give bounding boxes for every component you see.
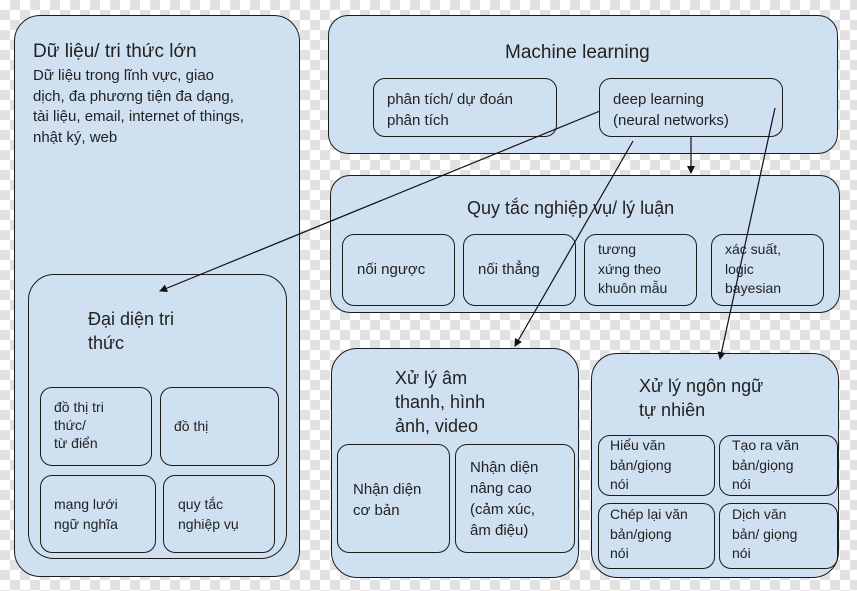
knowledge-item-graph: đồ thị — [160, 387, 279, 466]
big-data-title: Dữ liệu/ tri thức lớn — [33, 41, 197, 62]
knowledge-item-label: mạng lưới ngữ nghĩa — [54, 496, 118, 532]
business-rules-title: Quy tắc nghiệp vụ/ lý luận — [467, 198, 675, 218]
ml-item-label: deep learning (neural networks) — [613, 91, 729, 129]
media-item-advanced-recognition: Nhận diện nâng cao (cảm xúc, âm điệu) — [455, 444, 575, 553]
knowledge-item-semantic-network: mạng lưới ngữ nghĩa — [40, 475, 156, 553]
reasoning-item-pattern-matching: tương xứng theo khuôn mẫu — [584, 234, 697, 306]
reasoning-item-backward-chaining: nối ngược — [342, 234, 455, 306]
reasoning-item-label: xác suất, logic bayesian — [725, 241, 782, 297]
knowledge-representation-title: Đại diện tri thức — [88, 309, 175, 354]
nlp-item-label: Dịch văn bản/ giọng nói — [732, 506, 798, 562]
ml-item-predictive-analytics: phân tích/ dự đoán phân tích — [373, 78, 557, 137]
media-processing-title: Xử lý âm thanh, hình ảnh, video — [395, 368, 486, 436]
ml-item-label: phân tích/ dự đoán phân tích — [387, 91, 513, 129]
nlp-item-transcription: Chép lại văn bản/giọng nói — [598, 503, 715, 569]
knowledge-item-business-rules: quy tắc nghiệp vụ — [163, 475, 275, 553]
ml-item-deep-learning: deep learning (neural networks) — [599, 78, 783, 137]
nlp-item-label: Tạo ra văn bản/giọng nói — [732, 437, 799, 493]
media-item-label: Nhận diện nâng cao (cảm xúc, âm điệu) — [470, 459, 539, 539]
media-item-basic-recognition: Nhận diện cơ bản — [337, 444, 450, 553]
nlp-item-translation: Dịch văn bản/ giọng nói — [719, 503, 838, 569]
knowledge-item-graph-dictionary: đồ thị tri thức/ từ điển — [40, 387, 152, 466]
nlp-item-understanding: Hiểu văn bản/giọng nói — [598, 435, 715, 496]
nlp-item-generation: Tạo ra văn bản/giọng nói — [719, 435, 838, 496]
nlp-item-label: Hiểu văn bản/giọng nói — [610, 437, 672, 493]
knowledge-item-label: đồ thị — [174, 418, 209, 434]
reasoning-item-label: nối ngược — [357, 261, 426, 278]
reasoning-item-label: tương xứng theo khuôn mẫu — [598, 241, 668, 297]
machine-learning-title: Machine learning — [505, 42, 650, 63]
knowledge-item-label: quy tắc nghiệp vụ — [178, 496, 239, 532]
nlp-title: Xử lý ngôn ngữ tự nhiên — [639, 376, 764, 420]
reasoning-item-label: nối thẳng — [478, 261, 540, 278]
reasoning-item-probabilistic-logic: xác suất, logic bayesian — [711, 234, 824, 306]
media-item-label: Nhận diện cơ bản — [353, 481, 422, 519]
big-data-description: Dữ liệu trong lĩnh vực, giao dịch, đa ph… — [33, 67, 244, 147]
knowledge-item-label: đồ thị tri thức/ từ điển — [54, 399, 104, 452]
reasoning-item-forward-chaining: nối thẳng — [463, 234, 576, 306]
nlp-item-label: Chép lại văn bản/giọng nói — [610, 506, 688, 562]
